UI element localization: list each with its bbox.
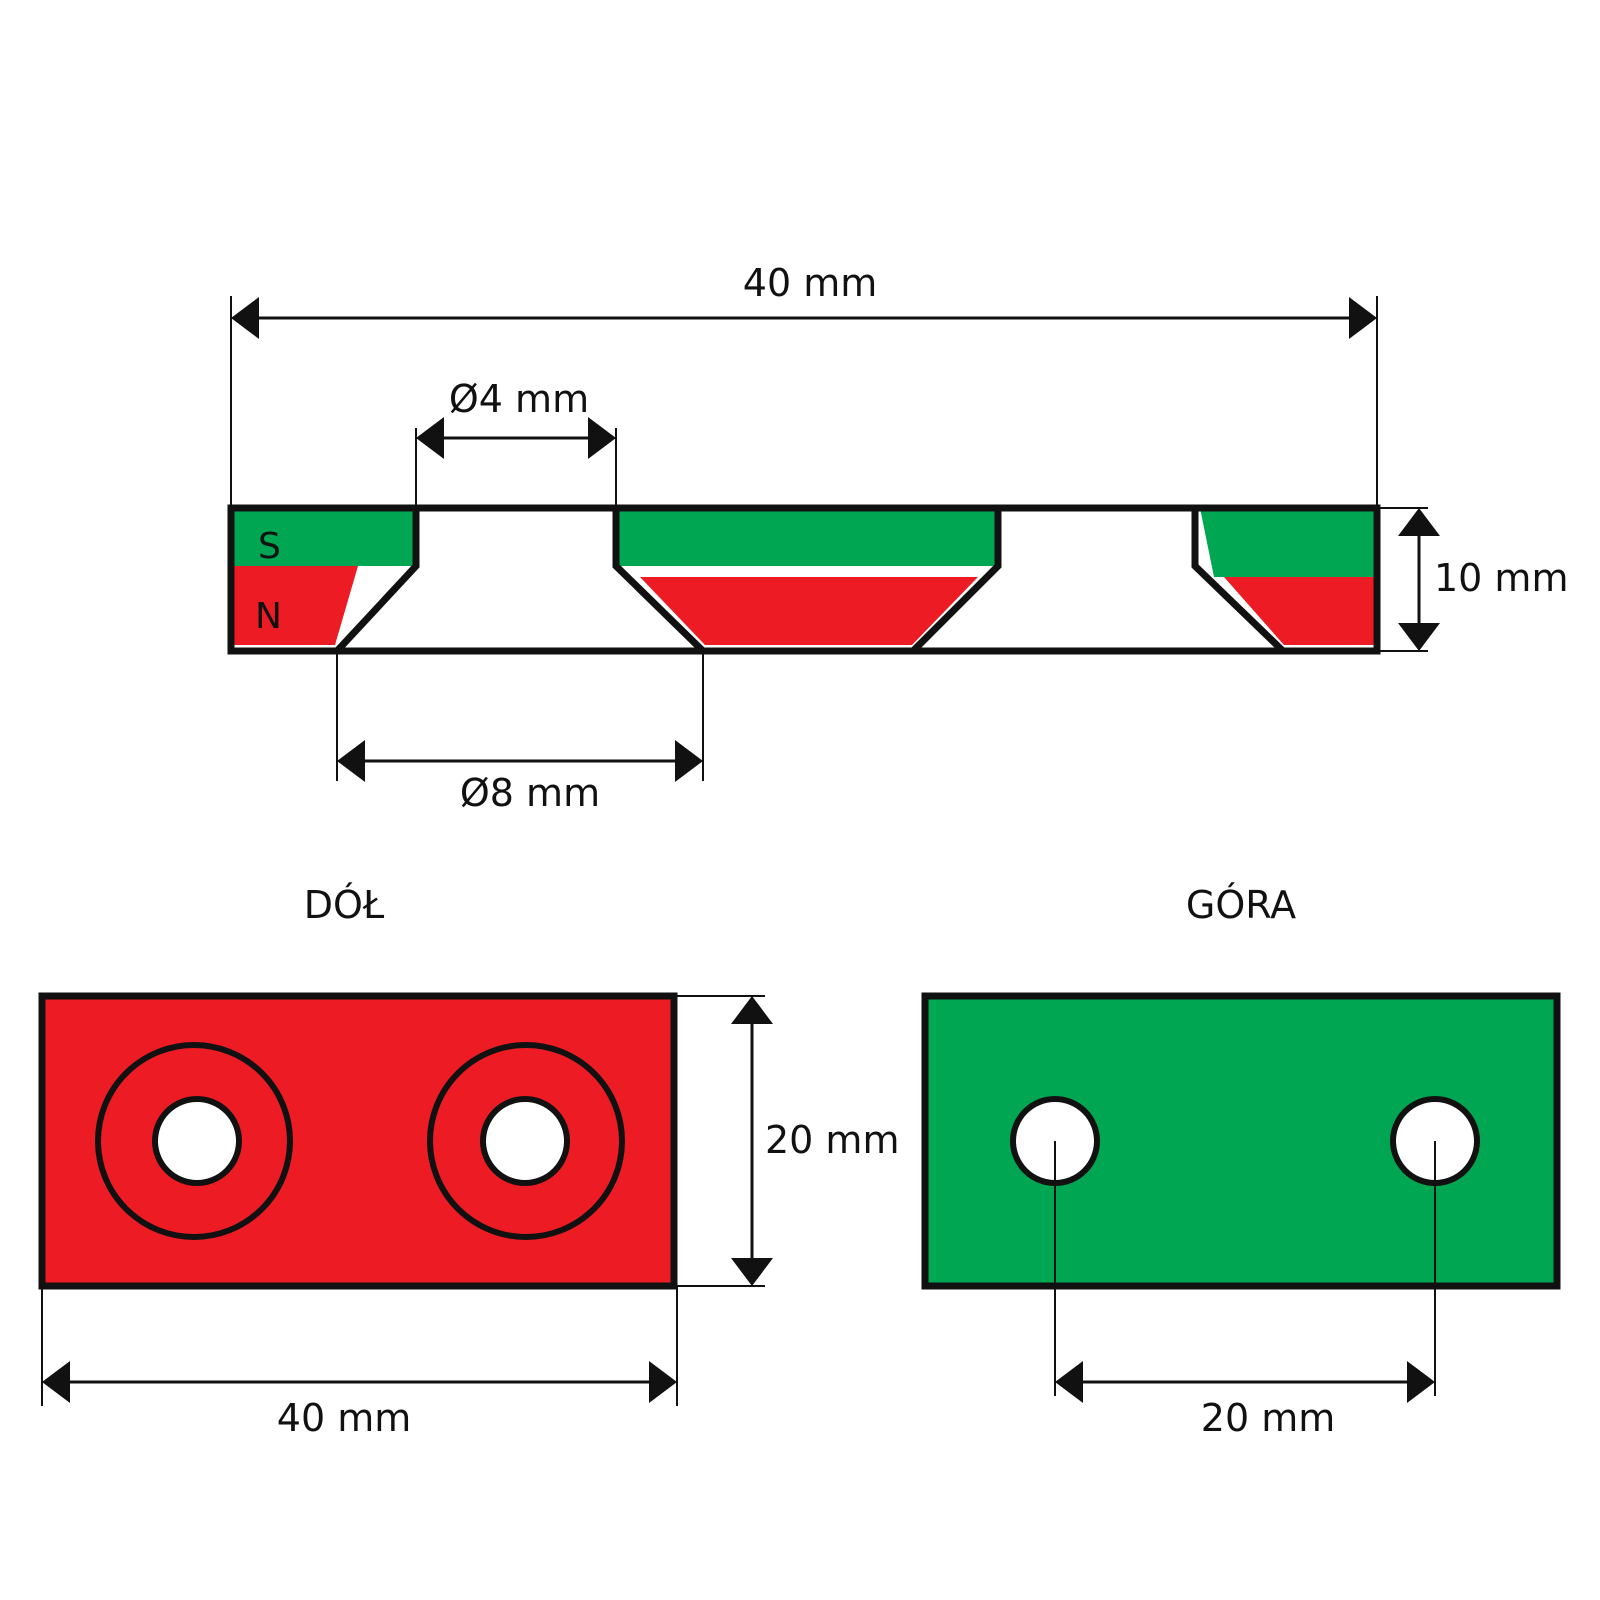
hole-left (152, 1096, 242, 1186)
bottom-height-arrow-bottom (731, 1258, 773, 1286)
segment-right-north (1224, 577, 1377, 645)
pole-south-label: S (258, 526, 281, 567)
hole-large-label: Ø8 mm (460, 771, 600, 815)
bottom-view: DÓŁ 20 mm 40 mm (38, 883, 899, 1440)
hole-right (480, 1096, 570, 1186)
thickness-arrow-top (1398, 508, 1440, 536)
spacing-arrow-right (1407, 1361, 1435, 1403)
width-label: 40 mm (743, 261, 877, 305)
segment-right-south (1200, 508, 1377, 577)
bottom-view-plate (38, 992, 678, 1290)
pole-north-label: N (255, 596, 282, 637)
hole-small-label: Ø4 mm (449, 377, 589, 421)
spacing-arrow-left (1055, 1361, 1083, 1403)
bottom-width-label: 40 mm (277, 1396, 411, 1440)
countersink-ring-left (95, 1042, 293, 1240)
bottom-width-arrow-left (42, 1361, 70, 1403)
hole-large-arrow-left (337, 740, 365, 782)
top-view-title: GÓRA (1186, 883, 1296, 927)
thickness-label: 10 mm (1434, 556, 1568, 600)
bottom-height-arrow-top (731, 996, 773, 1024)
width-arrow-right (1349, 297, 1377, 339)
hole-large-arrow-right (675, 740, 703, 782)
bottom-height-label: 20 mm (765, 1118, 899, 1162)
hole-small-arrow-left (416, 417, 444, 459)
bottom-width-arrow-right (649, 1361, 677, 1403)
segment-left-north (231, 566, 358, 645)
segment-left-south (231, 508, 416, 566)
thickness-arrow-bottom (1398, 623, 1440, 651)
countersink-ring-right (427, 1042, 625, 1240)
spacing-label: 20 mm (1201, 1396, 1335, 1440)
cross-section: S N 40 mm Ø4 mm Ø8 mm 10 mm (227, 261, 1568, 815)
segment-middle-north (640, 577, 978, 645)
hole-small-arrow-right (588, 417, 616, 459)
bottom-view-title: DÓŁ (304, 883, 385, 927)
width-arrow-left (231, 297, 259, 339)
segment-middle-south (619, 508, 998, 566)
top-view: GÓRA 20 mm (921, 883, 1561, 1440)
